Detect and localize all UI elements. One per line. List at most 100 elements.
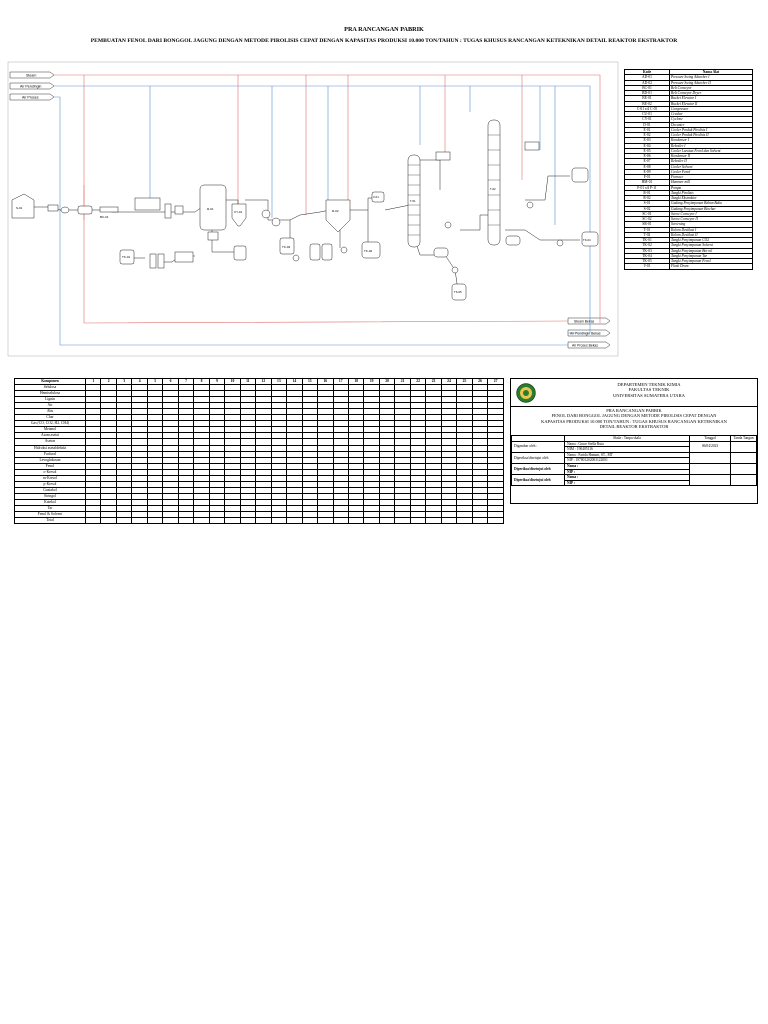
stream-table-row: Aseton	[14, 438, 504, 446]
stream-cell	[270, 517, 288, 525]
checked2-label: Diperiksa/disetujui oleh	[511, 462, 565, 476]
stream-number: 26	[471, 377, 489, 386]
cyclone	[231, 203, 247, 227]
distillation-column-2	[487, 119, 501, 246]
drawn-by-label: Digambar oleh :	[511, 440, 565, 453]
project-line-4: DETAIL REAKTOR EKSTRAKTOR	[599, 423, 669, 429]
condenser-2	[524, 141, 540, 151]
solvent-recycle-tank	[571, 167, 589, 183]
stream-cell	[317, 517, 334, 525]
process-flow-diagram: Steam Air Pendingin Air Proses Steam Bek…	[7, 61, 619, 357]
process-water-inlet-label: Air Proses	[22, 96, 39, 100]
spent-steam-outlet-arrow	[567, 317, 611, 325]
compressor	[174, 251, 194, 263]
title-block: DEPARTEMEN TEKNIK KIMIA FAKULTAS TEKNIK …	[510, 378, 758, 504]
pump-a	[292, 254, 300, 262]
stream-cell	[255, 517, 272, 525]
stream-table-row: Gas (CO, CO2, H2, CH4)	[14, 420, 504, 428]
stream-table-row: p-Kresol	[14, 480, 504, 488]
project-block: PRA RANCANGAN PABRIK FENOL DARI BONGGOL …	[511, 406, 757, 429]
svg-text:R-02: R-02	[332, 209, 339, 213]
stream-table-row: Lignin	[14, 396, 504, 404]
stream-table-row: Tar	[14, 504, 504, 513]
drawn-signature	[730, 440, 757, 453]
raw-material-storage	[11, 193, 35, 219]
solvent-tank-tag: TK-02	[364, 249, 373, 253]
flash-drum-tag: V-01	[373, 195, 379, 199]
stream-table-row: Total	[14, 517, 504, 525]
stream-cell	[487, 517, 504, 525]
spent-process-water-label: Air Proses Bekas	[572, 344, 598, 348]
steam-lines	[54, 74, 601, 324]
stream-table-row: Metanol	[14, 426, 504, 434]
legend-equipment-name: Gudang Penyimpanan Biochar	[669, 205, 753, 212]
steam-inlet-arrow	[9, 71, 55, 79]
legend-equipment-name: Flash Drum	[669, 263, 753, 270]
column-2-tag: T-02	[490, 187, 496, 191]
university-logo-icon	[516, 383, 536, 403]
drawn-by-nim: NIM : 190405116	[564, 446, 690, 453]
checked2-nip: NIP :	[564, 468, 690, 476]
legend-equipment-name: Cooler Larutan Fenol dan Solvent	[669, 147, 753, 155]
cooling-water-inlet-arrow	[9, 82, 55, 90]
cooling-water-inlet-label: Air Pendingin	[20, 85, 41, 89]
pump-e	[556, 239, 564, 247]
sheet-title: PRA RANCANGAN PABRIK	[344, 26, 424, 33]
legend-code: V-01	[624, 263, 670, 270]
stream-number: 27	[487, 377, 504, 386]
stream-cell	[146, 517, 164, 525]
spent-cooling-label: Air Pendingin Bekas	[570, 332, 601, 336]
stream-cell	[224, 517, 241, 525]
crusher	[47, 204, 59, 212]
stream-cell	[378, 517, 396, 525]
stream-cell	[301, 517, 319, 525]
cooler-2	[271, 217, 281, 227]
diagram-frame	[7, 61, 619, 357]
pump-f	[451, 266, 459, 274]
checked3-nip: NIP :	[564, 479, 690, 487]
stream-cell	[456, 517, 473, 525]
approval-table: Skala : Tanpa skala Tanggal Tanda Tangan…	[511, 435, 757, 487]
belt-conveyor-tag: BC-01	[100, 215, 109, 219]
solvent-tank	[361, 241, 381, 259]
stream-cell	[115, 517, 133, 525]
signature-header: Tanda Tangan	[730, 435, 757, 442]
bio-oil-tank-tag: TK-03	[282, 245, 291, 249]
legend-equipment-name: Tangki Penyimpanan Bio-oil	[669, 247, 753, 254]
co2-tank	[119, 249, 135, 265]
stream-cell	[425, 517, 442, 525]
drawn-date: 06/04/2023	[689, 440, 731, 453]
co2-tank-tag: TK-01	[122, 255, 131, 259]
cyclone-tag: CY-01	[234, 210, 243, 214]
bio-oil-tank	[279, 237, 295, 255]
stream-cell	[347, 517, 365, 525]
faculty-name: FAKULTAS TEKNIK	[628, 387, 670, 393]
tar-tank	[451, 283, 467, 301]
legend-equipment-name: Tangki Penyimpanan Solvent	[669, 242, 753, 249]
process-water-inlet-arrow	[9, 93, 55, 101]
stream-cell	[84, 517, 102, 525]
department-block: DEPARTEMEN TEKNIK KIMIA FAKULTAS TEKNIK …	[541, 382, 757, 398]
component-name: Total	[14, 517, 86, 525]
decanter-2	[321, 243, 333, 261]
stream-cell	[394, 517, 411, 525]
checked1-nip: NIP : 197801202003122001	[564, 457, 690, 464]
flash-drum	[371, 191, 385, 203]
extractor-reactor	[325, 199, 351, 233]
stream-cell	[332, 517, 349, 525]
stream-cell	[131, 517, 148, 525]
cooling-water-lines	[54, 85, 591, 346]
pump-d	[526, 201, 534, 209]
belt-conveyor-dryer	[134, 197, 161, 211]
stream-table-row: Levoglukosan	[14, 456, 504, 464]
checked1-label: Diperiksa/disetujui oleh	[511, 451, 565, 464]
decanter-1	[309, 243, 321, 261]
stream-cell	[471, 517, 489, 525]
legend-equipment-name: Gudang Penyimpanan Bahan Baku	[669, 200, 753, 207]
stream-cell	[100, 517, 117, 525]
belt-conveyor	[99, 206, 119, 213]
stream-cell	[363, 517, 380, 525]
